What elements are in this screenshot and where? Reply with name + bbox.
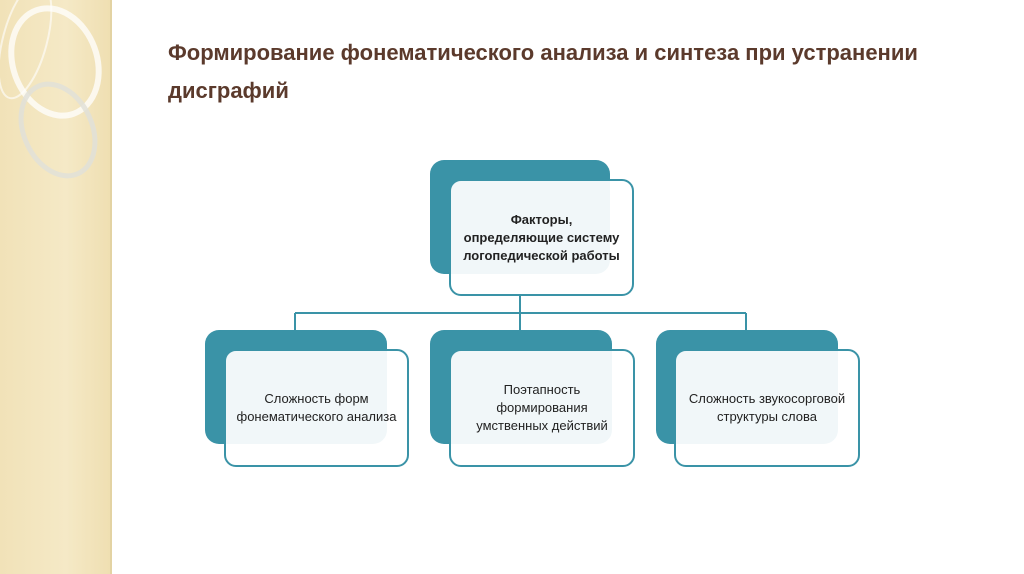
root-node-label: Факторы, определяющие систему логопедиче… xyxy=(449,179,634,296)
decorative-rings xyxy=(0,0,102,179)
child-node-3-label: Сложность звукосорговой структуры слова xyxy=(674,349,860,467)
child-node-1: Сложность форм фонематического анализа xyxy=(205,330,410,468)
root-node: Факторы, определяющие систему логопедиче… xyxy=(430,160,636,298)
child-node-2-label: Поэтапность формирования умственных дейс… xyxy=(449,349,635,467)
child-node-2: Поэтапность формирования умственных дейс… xyxy=(430,330,636,468)
child-node-1-label: Сложность форм фонематического анализа xyxy=(224,349,409,467)
slide-title: Формирование фонематического анализа и с… xyxy=(168,40,918,103)
child-node-3: Сложность звукосорговой структуры слова xyxy=(656,330,862,468)
